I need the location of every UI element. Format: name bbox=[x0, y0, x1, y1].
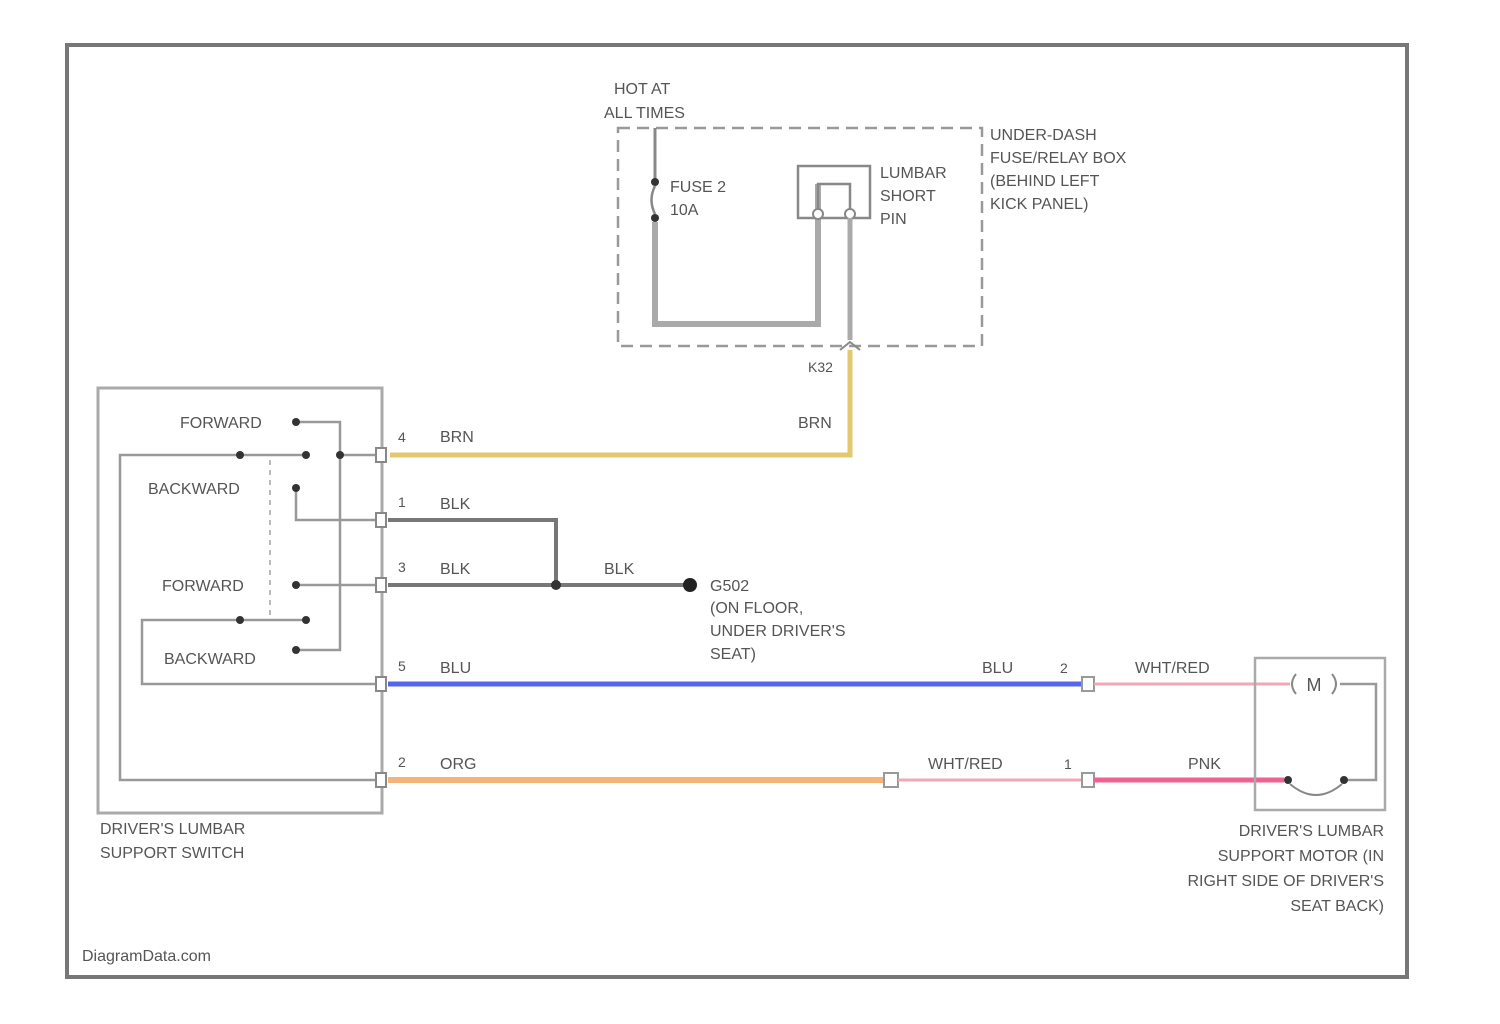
blu-wire-label-right: BLU bbox=[982, 660, 1013, 677]
ground-g502-point bbox=[683, 578, 697, 592]
motor-label-2: SUPPORT MOTOR (IN bbox=[1218, 848, 1384, 865]
pnk-wire-label: PNK bbox=[1188, 756, 1221, 773]
switch-pin-4-terminal bbox=[376, 448, 386, 462]
short-pin bbox=[798, 166, 870, 218]
motor-limit-switch bbox=[1290, 784, 1342, 795]
switch-label-2: SUPPORT SWITCH bbox=[100, 845, 244, 862]
motor-pin-2-number: 2 bbox=[1060, 660, 1068, 676]
switch-pin-5-terminal bbox=[376, 677, 386, 691]
fuse-box-label-3: (BEHIND LEFT bbox=[990, 173, 1100, 190]
k32-label: K32 bbox=[808, 359, 833, 375]
switch-dot-forward-upper bbox=[292, 418, 300, 426]
short-pin-label-2: SHORT bbox=[880, 188, 936, 205]
short-pin-label-3: PIN bbox=[880, 211, 907, 228]
switch-pin-2-number: 2 bbox=[398, 754, 406, 770]
fuse-box-label-1: UNDER-DASH bbox=[990, 127, 1097, 144]
brn-wire-label-left: BRN bbox=[440, 429, 474, 446]
org-wire-label: ORG bbox=[440, 756, 476, 773]
short-pin-label-1: LUMBAR bbox=[880, 165, 947, 182]
fuse-relay-box bbox=[618, 128, 982, 346]
fuse-box-label-2: FUSE/RELAY BOX bbox=[990, 150, 1127, 167]
motor-bracket-left bbox=[1292, 674, 1296, 694]
motor-limit-dot-right bbox=[1340, 776, 1348, 784]
fuse-label: FUSE 2 bbox=[670, 179, 726, 196]
switch-dot-backward-lower bbox=[292, 646, 300, 654]
motor-symbol: M bbox=[1307, 675, 1322, 695]
blu-wire-label-left: BLU bbox=[440, 660, 471, 677]
fuse-rating: 10A bbox=[670, 202, 699, 219]
switch-pin-3-terminal bbox=[376, 578, 386, 592]
watermark: DiagramData.com bbox=[82, 948, 211, 965]
motor-pin-1-number: 1 bbox=[1064, 756, 1072, 772]
switch-backward-lower-label: BACKWARD bbox=[164, 651, 256, 668]
switch-pin-1-terminal bbox=[376, 513, 386, 527]
switch-label-1: DRIVER'S LUMBAR bbox=[100, 821, 245, 838]
blk-ground-wire-label: BLK bbox=[604, 561, 635, 578]
wht-red-mid-wire-label: WHT/RED bbox=[928, 756, 1003, 773]
blk-wire-pin1 bbox=[388, 520, 556, 585]
switch-pin-3-number: 3 bbox=[398, 559, 406, 575]
motor-label-4: SEAT BACK) bbox=[1290, 898, 1384, 915]
switch-backward-upper-path bbox=[296, 488, 380, 520]
switch-pin-1-number: 1 bbox=[398, 494, 406, 510]
switch-dot-contact-upper-b bbox=[302, 451, 310, 459]
brn-wire-label-right: BRN bbox=[798, 415, 832, 432]
motor-limit-dot-left bbox=[1284, 776, 1292, 784]
switch-dot-contact-upper-a bbox=[236, 451, 244, 459]
motor-pin-2-terminal bbox=[1082, 677, 1094, 691]
motor-label-3: RIGHT SIDE OF DRIVER'S bbox=[1187, 873, 1384, 890]
switch-dot-bus-junction bbox=[336, 451, 344, 459]
motor-pin-1-terminal bbox=[1082, 773, 1094, 787]
diagram-frame bbox=[67, 45, 1407, 977]
switch-dot-contact-lower-a bbox=[236, 616, 244, 624]
all-times-label: ALL TIMES bbox=[604, 105, 685, 122]
hot-at-label: HOT AT bbox=[614, 81, 671, 98]
blk-wire-pin1-label: BLK bbox=[440, 496, 471, 513]
switch-forward-lower-label: FORWARD bbox=[162, 578, 244, 595]
inline-connector bbox=[884, 773, 898, 787]
short-pin-jumper bbox=[818, 184, 850, 210]
ground-location-3: SEAT) bbox=[710, 646, 756, 663]
switch-backward-upper-label: BACKWARD bbox=[148, 481, 240, 498]
switch-pin-2-terminal bbox=[376, 773, 386, 787]
switch-dot-forward-lower bbox=[292, 581, 300, 589]
switch-pin-4-number: 4 bbox=[398, 429, 406, 445]
switch-pin-5-number: 5 bbox=[398, 658, 406, 674]
blk-splice bbox=[551, 580, 561, 590]
fuse-box-label-4: KICK PANEL) bbox=[990, 196, 1088, 213]
short-pin-terminal-right bbox=[845, 209, 855, 219]
switch-dot-contact-lower-b bbox=[302, 616, 310, 624]
wht-red-motor-wire-label: WHT/RED bbox=[1135, 660, 1210, 677]
motor-internal-wire bbox=[1340, 684, 1376, 780]
ground-location-2: UNDER DRIVER'S bbox=[710, 623, 846, 640]
fuse-terminal-bottom bbox=[651, 214, 659, 222]
short-pin-terminal-left bbox=[813, 209, 823, 219]
ground-location-1: (ON FLOOR, bbox=[710, 600, 803, 617]
fuse-terminal-top bbox=[651, 178, 659, 186]
blk-wire-pin3-label: BLK bbox=[440, 561, 471, 578]
switch-forward-upper-label: FORWARD bbox=[180, 415, 262, 432]
motor-label-1: DRIVER'S LUMBAR bbox=[1239, 823, 1384, 840]
ground-id: G502 bbox=[710, 578, 749, 595]
motor-bracket-right bbox=[1332, 674, 1336, 694]
switch-dot-backward-upper bbox=[292, 484, 300, 492]
fuse-element bbox=[652, 186, 656, 214]
